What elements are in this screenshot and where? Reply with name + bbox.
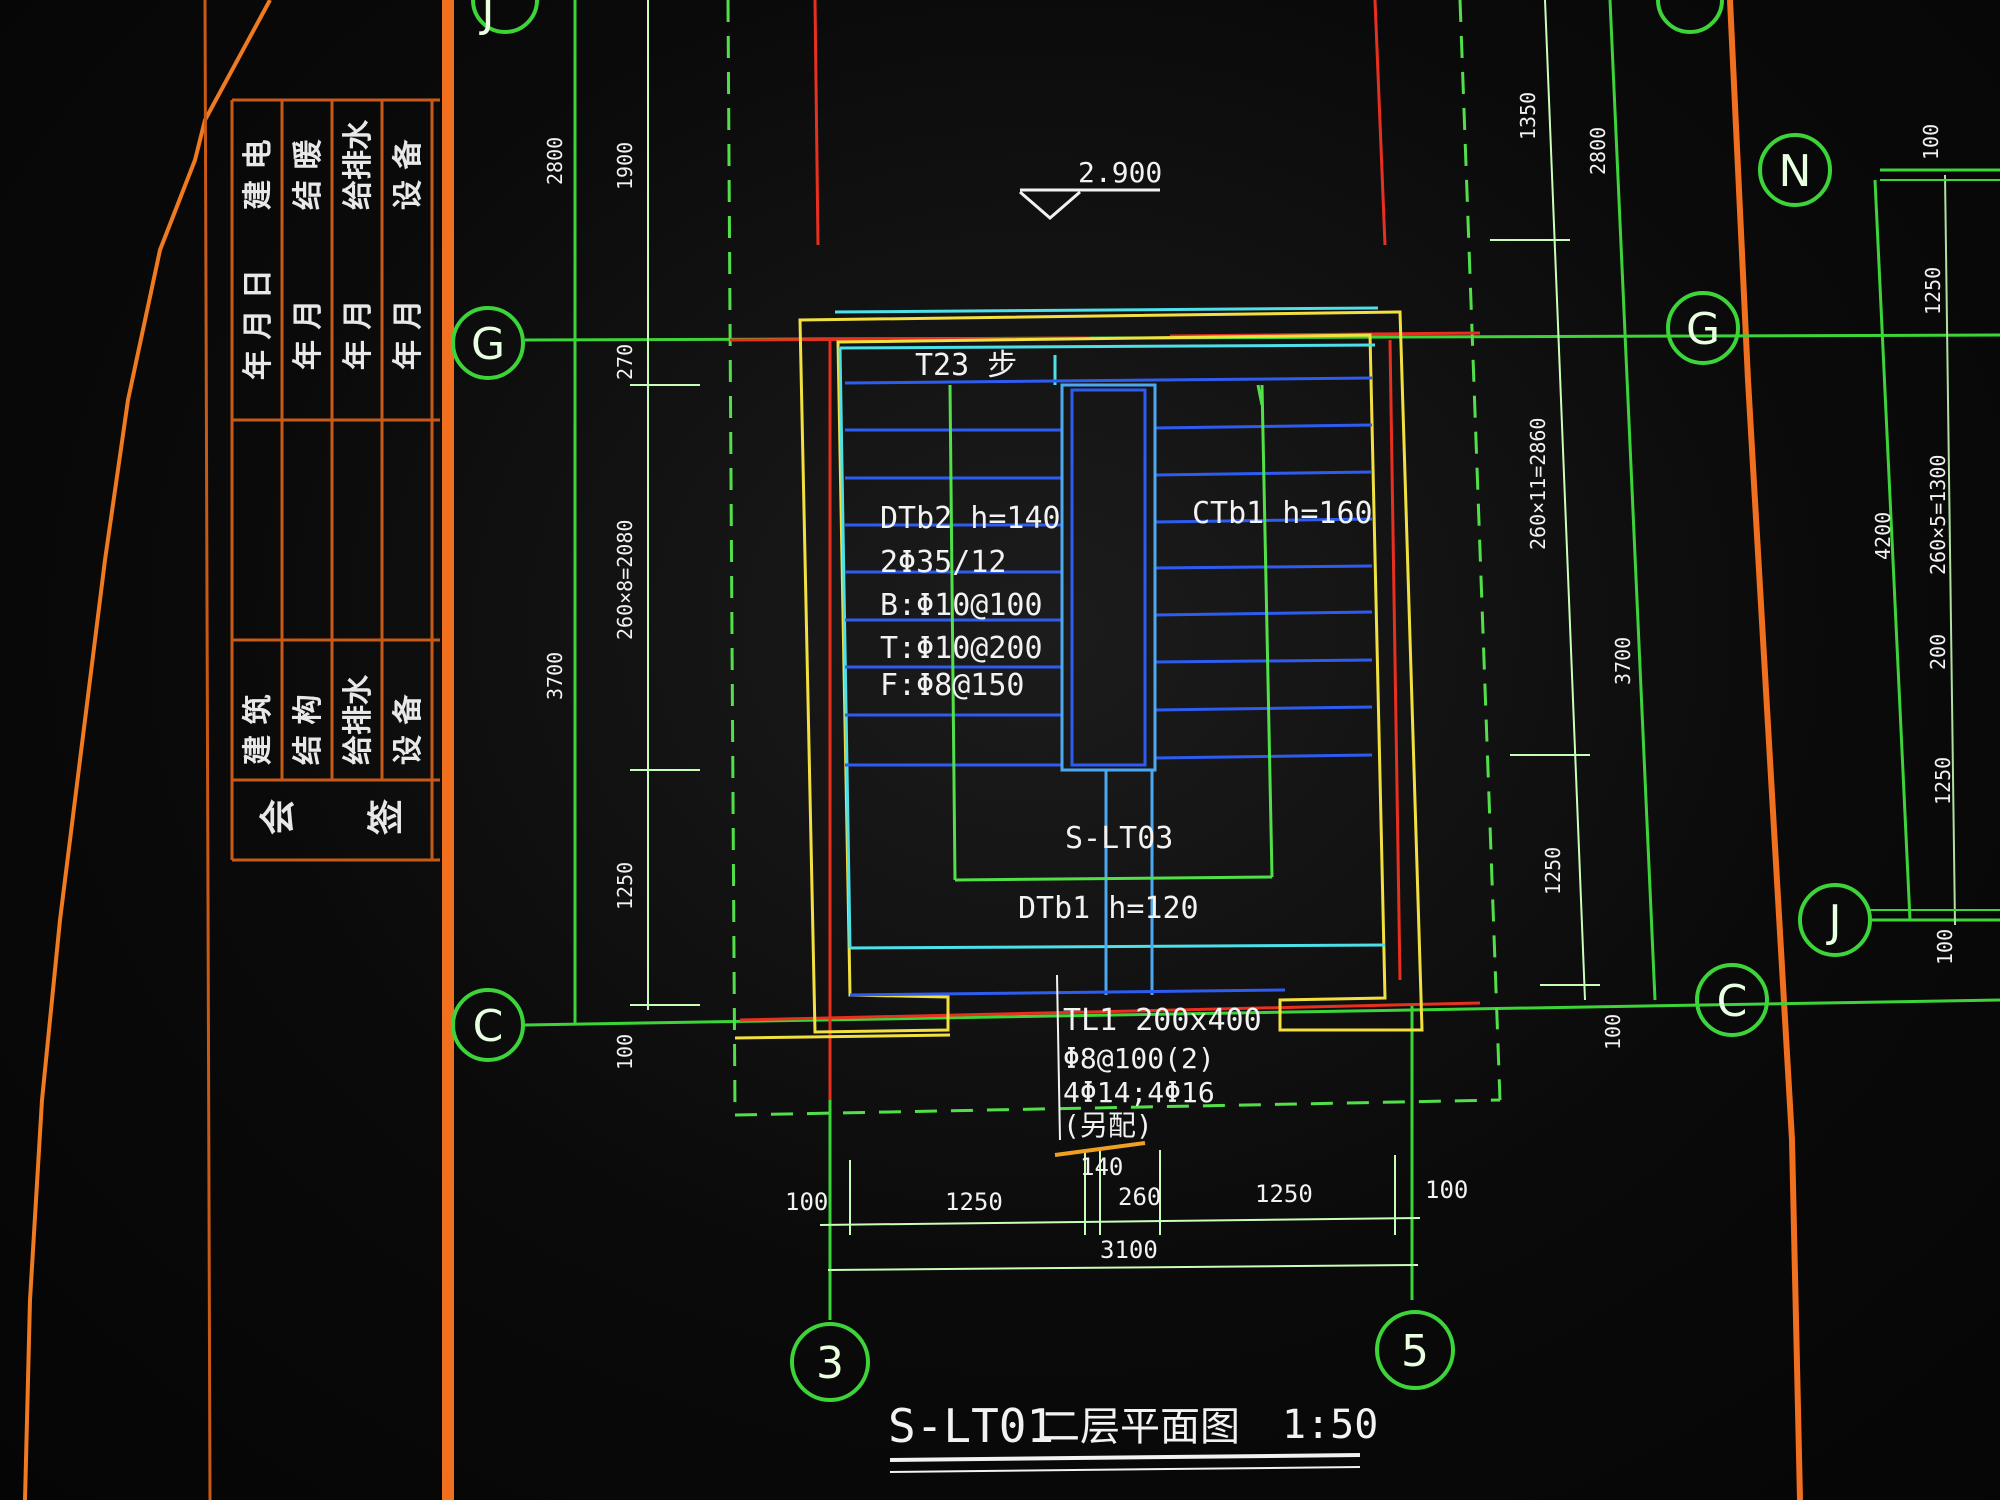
stair-walls: [734, 310, 1424, 1040]
dashed-outlines: [726, 0, 1502, 1117]
dim-bottom-3: 140: [1080, 1153, 1123, 1181]
dim-bottom-1: 100: [785, 1188, 828, 1216]
dim-far-right-1: 100: [1919, 124, 1943, 160]
drawing-title: S-LT01: [888, 1399, 1054, 1453]
title-block-left-edge: [203, 0, 212, 1500]
tl1-label: TL1 200x400: [1063, 1003, 1262, 1038]
tl1-underline: [1054, 1141, 1146, 1157]
dim-left-outer-1: 2800: [543, 137, 567, 185]
dtb2-dist-rebar: F:Φ8@150: [880, 668, 1025, 703]
steps-label: T23 步: [915, 348, 1017, 383]
dim-right-inner-2: 260×11=2860: [1526, 418, 1550, 550]
dim-bottom-2: 1250: [945, 1188, 1003, 1216]
slt03-label: S-LT03: [1065, 821, 1173, 856]
dim-far-right-4: 260×5=1300: [1926, 455, 1950, 575]
dim-left-inner-1: 1900: [613, 142, 637, 190]
tl1-stirrup: Φ8@100(2): [1063, 1042, 1215, 1075]
dtb2-bottom-rebar: B:Φ10@100: [880, 588, 1043, 623]
dim-right-inner-1: 1350: [1516, 92, 1540, 140]
dtb2-label: DTb2 h=140: [880, 501, 1061, 536]
role-mid-3: 给排水: [341, 674, 376, 765]
title-date-4: 年 月: [391, 300, 426, 370]
dim-far-right-7: 100: [1933, 929, 1957, 965]
title-underline-2: [889, 1466, 1361, 1473]
axis-label-top-j: J: [479, 0, 495, 37]
role-mid-4: 设 备: [391, 694, 426, 765]
slab-outline: [948, 384, 1274, 882]
drawing-frame-left: [442, 0, 454, 1500]
dim-bottom-total: 3100: [1100, 1236, 1158, 1264]
drawing-frame-right: [1727, 0, 1803, 1500]
axis-label-n: N: [1779, 146, 1812, 197]
ctb1-label: CTb1 h=160: [1192, 496, 1373, 531]
axis-line-c: [524, 998, 2000, 1027]
axis-label-j-right: J: [1826, 896, 1842, 947]
tl1-leader: [1056, 974, 1061, 1141]
dim-far-right-2: 1250: [1921, 267, 1945, 315]
red-lines: [729, 0, 1481, 1100]
title-date-3: 年 月: [341, 300, 376, 370]
dimension-lines: [630, 0, 1600, 1271]
axis-label-c-left: C: [473, 1001, 504, 1052]
dim-left-inner-4: 1250: [613, 862, 637, 910]
dim-bottom-4: 260: [1118, 1183, 1161, 1211]
drawing-scale: 1:50: [1282, 1402, 1378, 1448]
dtb1-label: DTb1 h=120: [1018, 891, 1199, 926]
dtb2-top-rebar: T:Φ10@200: [880, 631, 1043, 666]
dim-bottom-5: 1250: [1255, 1180, 1313, 1208]
dim-left-outer-2: 3700: [543, 652, 567, 700]
dim-right-inner-4: 100: [1601, 1014, 1625, 1050]
axis-label-5: 5: [1401, 1326, 1429, 1377]
elevation-label: 2.900: [1078, 156, 1162, 189]
title-block: 年 月 日 年 月 年 月 年 月 建 电 结 暖 给排水 设 备 建 筑 结 …: [23, 0, 454, 1500]
stair-outline: [834, 306, 1386, 950]
dim-far-right-6: 1250: [1931, 757, 1955, 805]
title-underline-1: [889, 1453, 1361, 1462]
sheet-border-curve: [23, 0, 272, 1500]
role-top-4: 设 备: [391, 139, 426, 210]
drawing-subtitle: 二层平面图: [1040, 1404, 1240, 1450]
tl1-note: (另配): [1063, 1109, 1153, 1142]
role-top-1: 建 电: [241, 140, 276, 210]
dtb2-steps-label: 2Φ35/12: [880, 545, 1006, 580]
dim-left-inner-3: 260×8=2080: [613, 520, 637, 640]
sign-right-label: 签: [366, 799, 407, 835]
elevation-mark: [1019, 188, 1160, 220]
role-mid-1: 建 筑: [241, 695, 276, 765]
dim-far-right-5: 200: [1926, 634, 1950, 670]
dim-right-outer-2: 3700: [1611, 637, 1635, 685]
role-mid-2: 结 构: [291, 695, 326, 765]
role-top-2: 结 暖: [291, 139, 326, 210]
title-date-1: 年 月 日: [241, 269, 276, 380]
dim-right-outer-1: 2800: [1586, 127, 1610, 175]
axis-label-g-right: G: [1686, 304, 1720, 355]
dim-left-outer-3: 100: [613, 1034, 637, 1070]
stair-steps: [844, 376, 1373, 997]
sign-left-label: 会: [258, 799, 299, 835]
tl1-bars: 4Φ14;4Φ16: [1063, 1076, 1215, 1109]
dim-far-right-3: 4200: [1871, 512, 1895, 560]
dim-left-inner-2: 270: [613, 344, 637, 380]
axis-label-c-right: C: [1717, 976, 1748, 1027]
dim-bottom-6: 100: [1425, 1176, 1468, 1204]
title-date-2: 年 月: [291, 300, 326, 370]
dim-right-inner-3: 1250: [1541, 847, 1565, 895]
axis-label-3: 3: [816, 1338, 844, 1389]
dimension-texts: 2800 3700 100 1900 270 260×8=2080 1250 1…: [543, 92, 1957, 1264]
axis-label-g-left: G: [471, 319, 505, 370]
axis-bubbles: [451, 0, 1872, 1402]
role-top-3: 给排水: [341, 119, 376, 210]
